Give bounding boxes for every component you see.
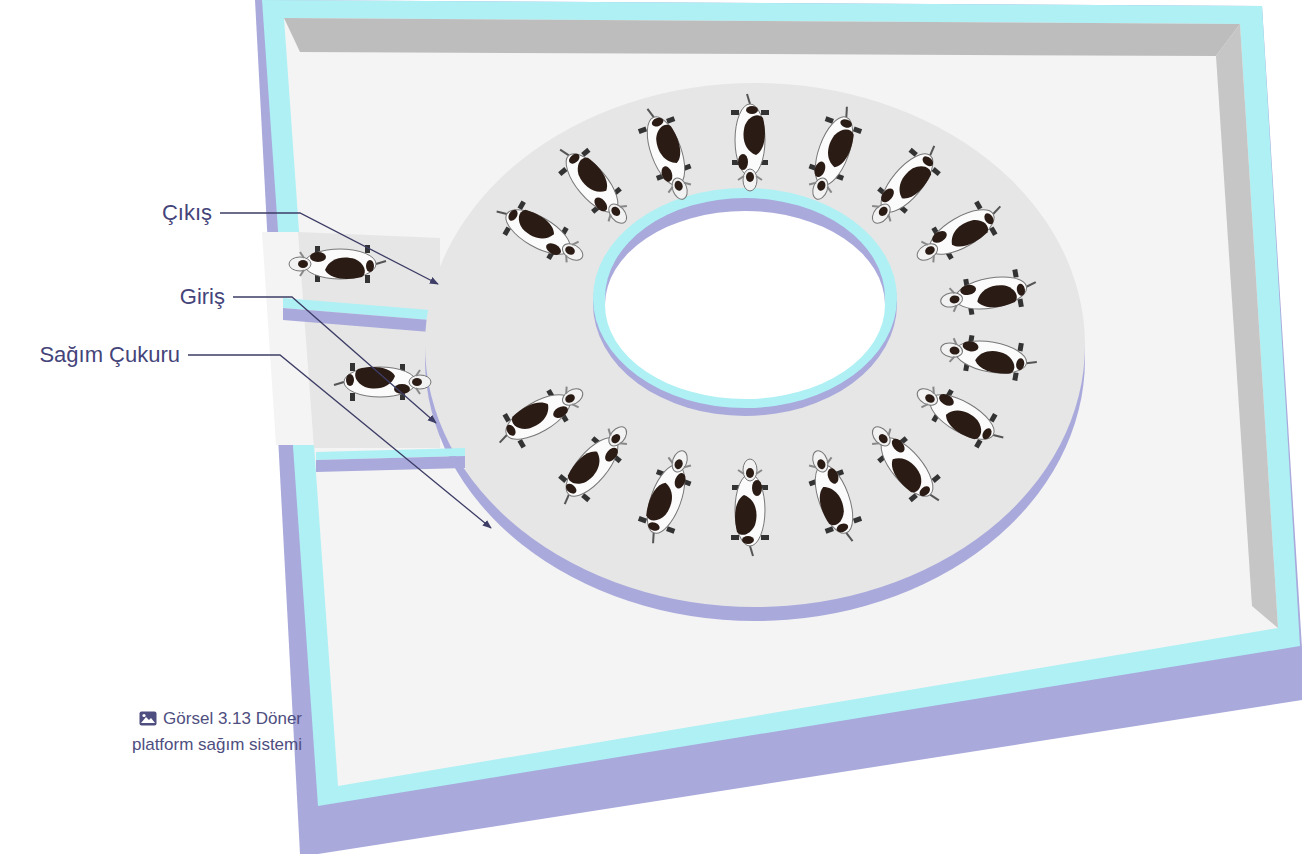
pit-wall [316,448,465,472]
rotary-platform [425,83,1085,621]
callout-label: Giriş [180,284,225,310]
callout-label: Sağım Çukuru [39,342,180,368]
figure-caption-block: Görsel 3.13 Döner platform sağım sistemi [122,706,302,758]
room-walls [255,0,1302,854]
leader-lines [188,213,491,528]
lanes [283,232,440,448]
cows [289,94,1040,556]
callout-label: Çıkış [162,200,212,226]
image-icon [139,711,157,726]
figure-caption: Görsel 3.13 Döner platform sağım sistemi [132,709,302,754]
